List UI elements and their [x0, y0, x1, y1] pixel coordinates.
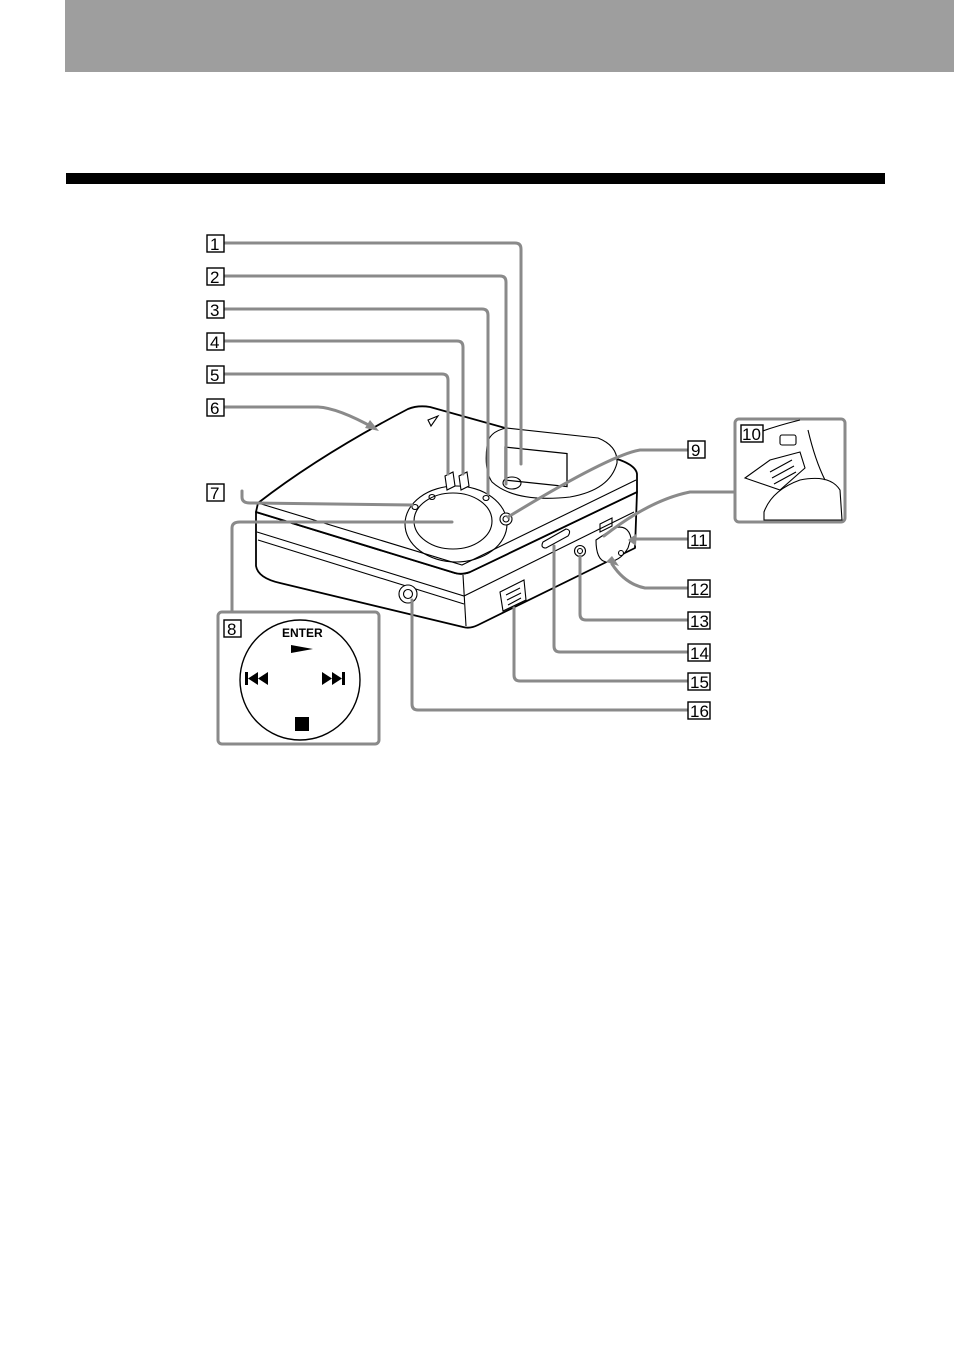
- svg-text:15: 15: [690, 673, 709, 692]
- svg-text:5: 5: [210, 366, 219, 385]
- svg-text:6: 6: [210, 399, 219, 418]
- callout-10: 10: [741, 425, 763, 444]
- callout-8: 8: [224, 620, 241, 639]
- callout-11: 11: [688, 531, 710, 550]
- callout-15: 15: [688, 673, 710, 692]
- callout-14: 14: [688, 644, 710, 663]
- svg-text:4: 4: [210, 333, 219, 352]
- callout-2: 2: [207, 268, 224, 287]
- svg-text:7: 7: [210, 484, 219, 503]
- callout-5: 5: [207, 366, 224, 385]
- callout-7: 7: [207, 484, 224, 503]
- inset-keypad: ENTER: [218, 612, 379, 744]
- enter-label: ENTER: [282, 626, 323, 640]
- callout-3: 3: [207, 301, 224, 320]
- svg-text:10: 10: [742, 425, 761, 444]
- svg-text:1: 1: [210, 235, 219, 254]
- svg-text:12: 12: [690, 580, 709, 599]
- svg-text:13: 13: [690, 612, 709, 631]
- svg-text:16: 16: [690, 702, 709, 721]
- svg-text:8: 8: [227, 620, 236, 639]
- stop-icon: [295, 717, 309, 731]
- callout-13: 13: [688, 612, 710, 631]
- callout-12: 12: [688, 580, 710, 599]
- callout-4: 4: [207, 333, 224, 352]
- display-window: [505, 447, 567, 487]
- callout-9: 9: [688, 441, 705, 460]
- callout-16: 16: [688, 702, 710, 721]
- svg-text:9: 9: [691, 441, 700, 460]
- svg-text:14: 14: [690, 644, 709, 663]
- callout-6: 6: [207, 399, 224, 418]
- callout-1: 1: [207, 235, 224, 254]
- svg-text:3: 3: [210, 301, 219, 320]
- svg-text:2: 2: [210, 268, 219, 287]
- svg-text:11: 11: [690, 531, 708, 550]
